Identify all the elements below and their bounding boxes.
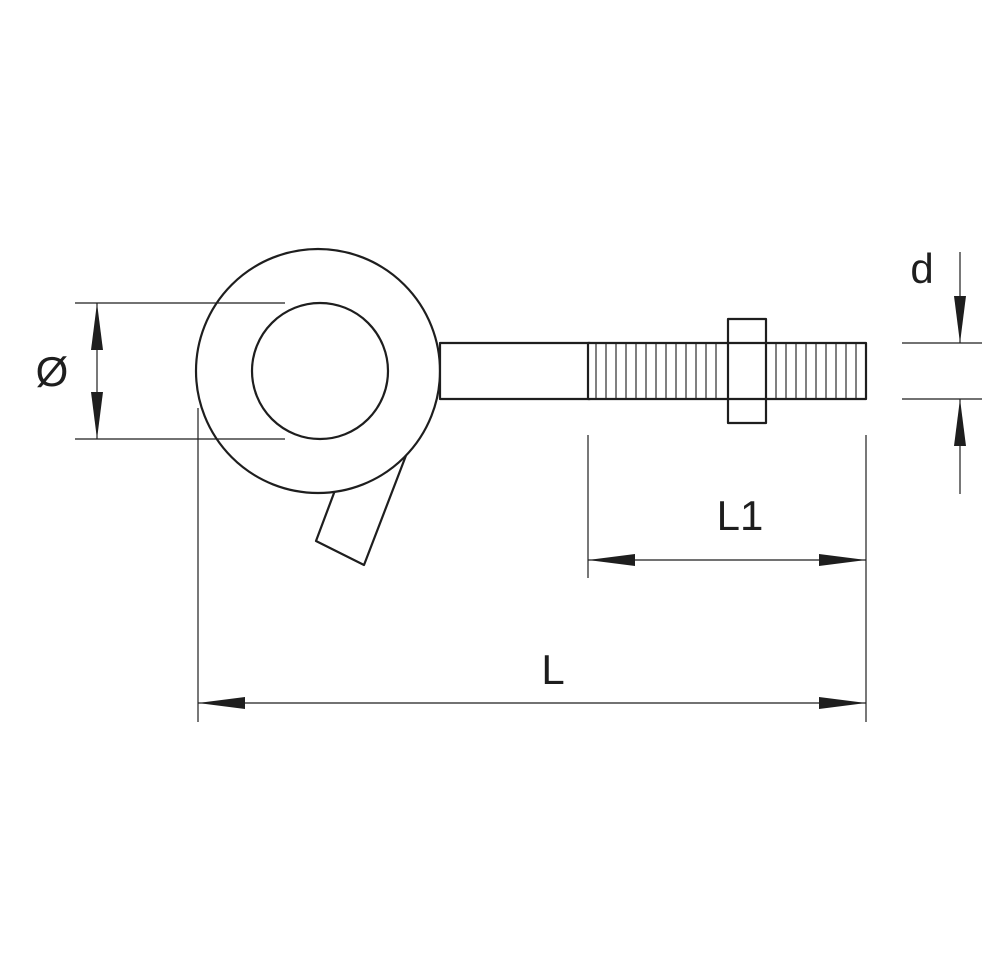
thread-diameter-dimension: d: [902, 245, 982, 494]
diameter-label: Ø: [36, 348, 69, 395]
thread-diameter-label: d: [910, 245, 933, 292]
overall-length-dimension: L: [197, 408, 867, 722]
overall-length-label: L: [541, 646, 564, 693]
eye-inner-hole: [250, 301, 390, 441]
arrowhead: [198, 697, 245, 709]
arrowhead: [819, 697, 866, 709]
arrowhead: [588, 554, 635, 566]
arrowhead: [91, 303, 103, 350]
arrowhead: [819, 554, 866, 566]
thread-length-label: L1: [717, 492, 764, 539]
arrowhead: [954, 399, 966, 446]
eye-bolt: [194, 247, 868, 567]
thread-length-dimension: L1: [587, 435, 867, 578]
bolt-shank: [438, 341, 592, 401]
arrowhead: [91, 392, 103, 439]
hex-nut: [726, 317, 768, 425]
thread-lines: [595, 344, 857, 398]
diameter-dimension: Ø: [36, 302, 285, 440]
arrowhead: [954, 296, 966, 343]
